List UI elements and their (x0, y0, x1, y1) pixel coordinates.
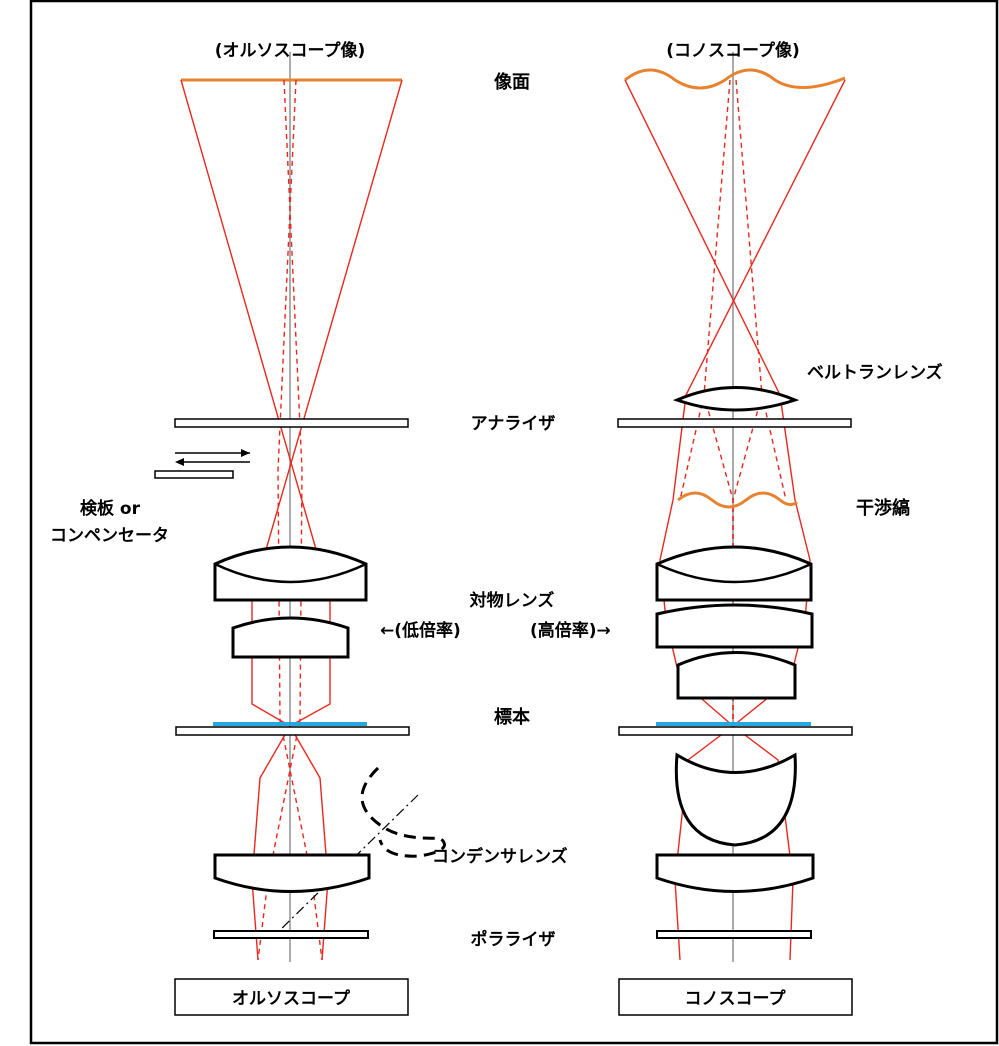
analyzer-label: アナライザ (471, 414, 556, 434)
ortho-specimen-slide (175, 726, 410, 736)
cono-specimen-slide (618, 726, 853, 736)
interference-fringe-wave (677, 491, 798, 509)
bertrand-lens (672, 386, 800, 412)
cono-image-plane (624, 68, 846, 90)
ortho-specimen-layer (213, 722, 367, 726)
cono-objective-front-lens (676, 651, 797, 700)
conoscope-box-label: コノスコープ (685, 988, 787, 1009)
ortho-image-title: (オルソスコープ像) (215, 40, 366, 61)
polarizer-label: ポラライザ (471, 929, 556, 950)
test-plate-label-line2: コンペンセータ (50, 526, 169, 546)
ortho-analyzer-plate (174, 418, 409, 428)
diagram-frame (29, 0, 999, 1045)
ortho-polarizer-plate (213, 930, 369, 939)
low-magnification-label: ←(低倍率) (380, 620, 461, 641)
cono-analyzer-plate (617, 418, 852, 428)
cono-condenser-lens (655, 853, 815, 893)
test-plate (154, 470, 234, 479)
orthoscope-diagram (154, 52, 446, 962)
high-magnification-label: (高倍率)→ (530, 620, 611, 641)
condenser-swing-lens (360, 766, 446, 858)
ortho-objective-lower-lens (231, 616, 350, 659)
condenser-lens-label: コンデンサレンズ (432, 846, 568, 867)
orthoscope-box (174, 978, 409, 1016)
cono-solid-rays (624, 79, 846, 961)
cono-objective-middle-lens (655, 603, 814, 649)
ortho-condenser-lens (213, 853, 371, 893)
test-plate-label-line1: 検板 or (80, 498, 141, 519)
conoscope-box (618, 978, 853, 1016)
ortho-dashed-rays (257, 79, 323, 961)
test-plate-slider (154, 449, 250, 479)
ortho-solid-rays (180, 79, 403, 961)
orthoscope-box-label: オルソスコープ (232, 988, 351, 1009)
cono-condenser-top-lens (674, 752, 797, 847)
specimen-label: 標本 (494, 706, 530, 728)
conoscope-diagram (617, 52, 853, 962)
cono-specimen-layer (656, 722, 811, 726)
cono-polarizer-plate (656, 930, 812, 939)
image-plane-label: 像面 (494, 72, 530, 93)
condenser-pivot-line (277, 794, 419, 933)
cono-image-title: (コノスコープ像) (666, 40, 800, 61)
cono-dashed-rays (679, 79, 787, 726)
objective-lens-label: 対物レンズ (469, 590, 555, 611)
interference-fringes-label: 干渉縞 (856, 497, 910, 519)
bertrand-lens-label: ベルトランレンズ (807, 362, 943, 383)
